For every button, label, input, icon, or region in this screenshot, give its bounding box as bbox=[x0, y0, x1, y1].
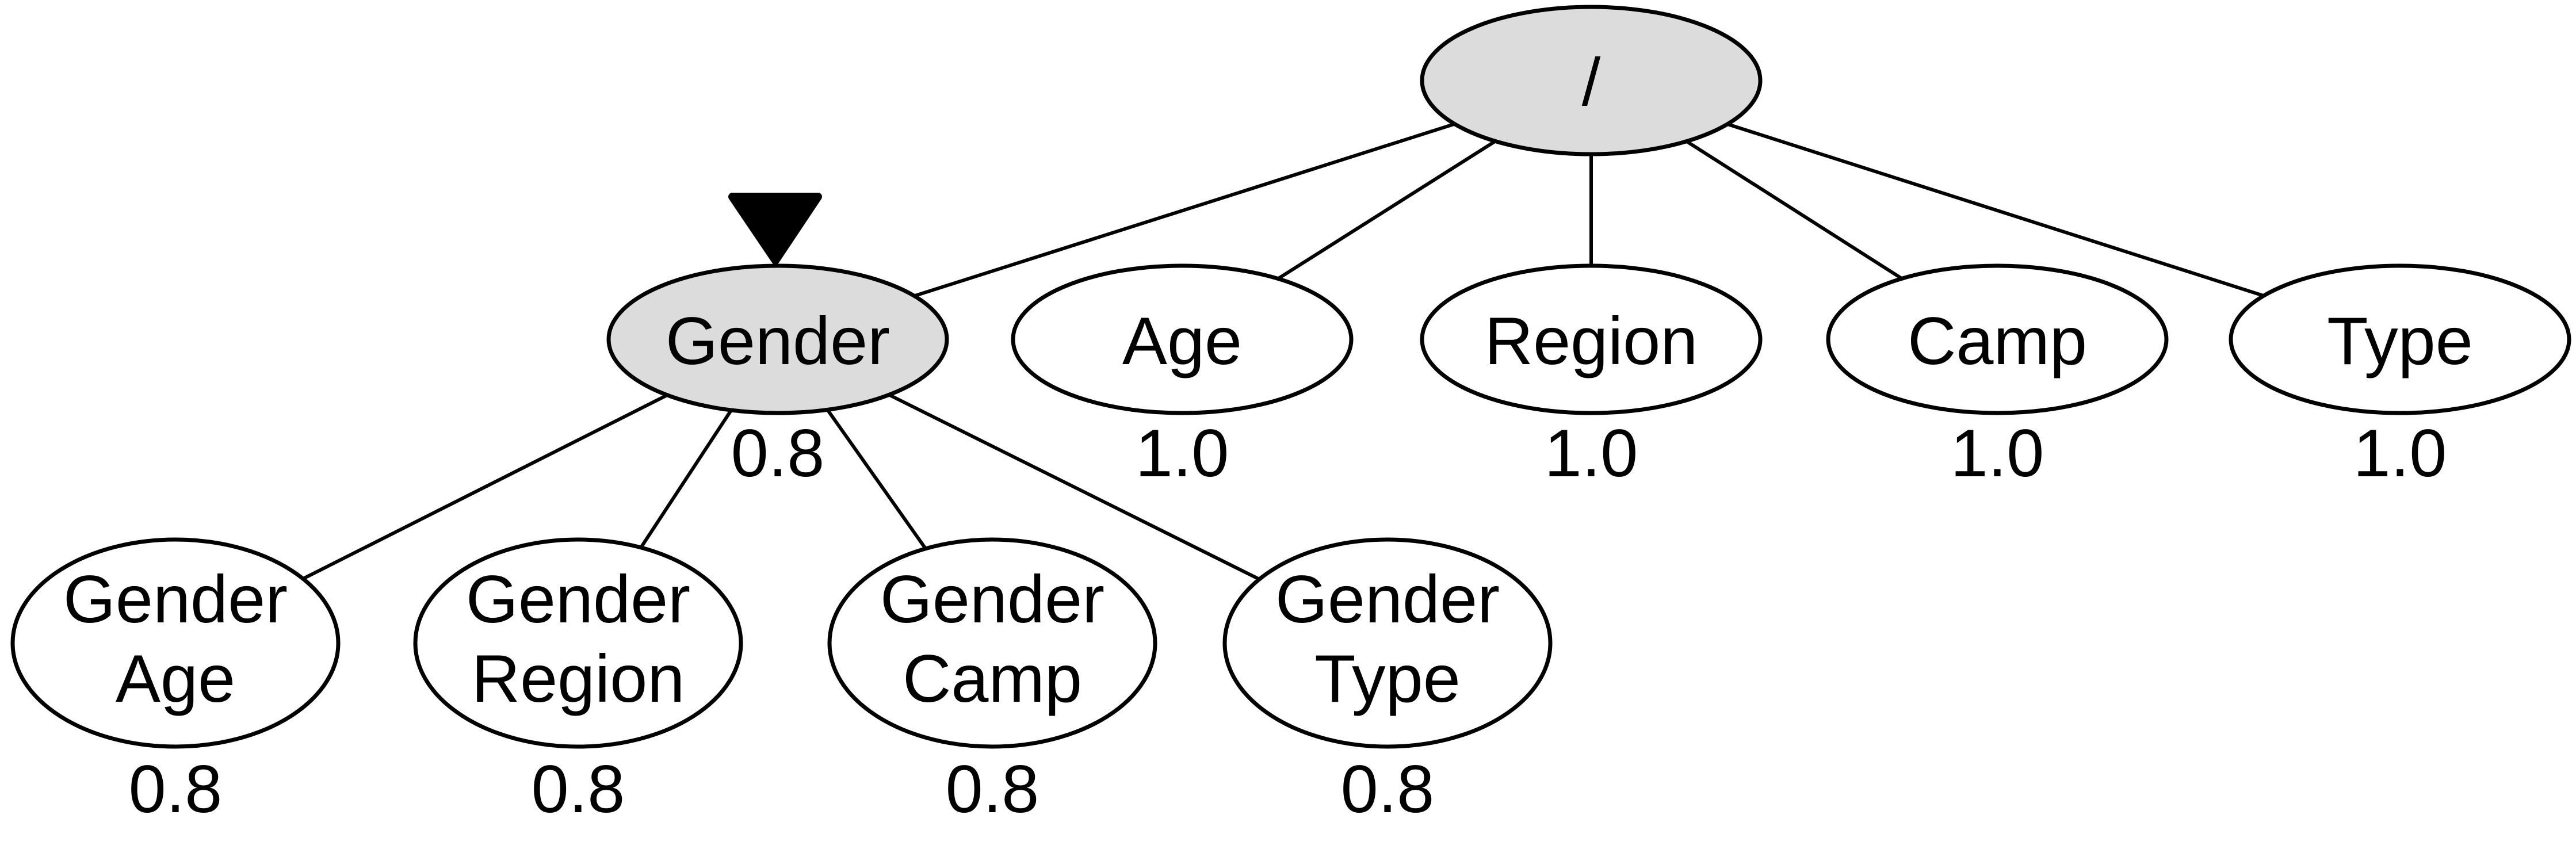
node-age-label: Age bbox=[1122, 303, 1242, 378]
node-camp[interactable]: Camp bbox=[1826, 263, 2169, 415]
node-root-ellipse[interactable] bbox=[1420, 5, 1763, 156]
node-gender-region-label-line1: Gender bbox=[466, 561, 690, 637]
node-gender-age[interactable]: Gender Age bbox=[10, 537, 341, 749]
node-camp-ellipse[interactable] bbox=[1826, 263, 2169, 415]
node-gender-label: Gender bbox=[666, 303, 890, 378]
node-root-label: / bbox=[1582, 44, 1601, 120]
cursor-triangle-icon bbox=[728, 193, 822, 265]
node-gender-region-label-line2: Region bbox=[472, 641, 685, 716]
node-type-ellipse[interactable] bbox=[2229, 263, 2571, 415]
node-camp-label: Camp bbox=[1908, 303, 2087, 378]
node-type[interactable]: Type bbox=[2229, 263, 2571, 415]
node-gender-type-ellipse[interactable] bbox=[1222, 537, 1553, 749]
node-region-ellipse[interactable] bbox=[1420, 263, 1763, 415]
node-gender[interactable]: Gender bbox=[606, 263, 949, 415]
weight-gender-age: 0.8 bbox=[129, 751, 223, 827]
node-gender-type-label-line2: Type bbox=[1314, 641, 1461, 716]
node-gender-age-ellipse[interactable] bbox=[10, 537, 341, 749]
node-gender-age-label-line2: Age bbox=[116, 641, 235, 716]
node-age-ellipse[interactable] bbox=[1011, 263, 1354, 415]
weight-gender-camp: 0.8 bbox=[946, 751, 1039, 827]
node-gender-ellipse[interactable] bbox=[606, 263, 949, 415]
node-gender-camp-label-line1: Gender bbox=[880, 561, 1104, 637]
node-gender-age-label-line1: Gender bbox=[63, 561, 288, 637]
node-gender-type[interactable]: Gender Type bbox=[1222, 537, 1553, 749]
node-region-label: Region bbox=[1485, 303, 1698, 378]
weight-camp: 1.0 bbox=[1951, 415, 2044, 491]
node-root[interactable]: / bbox=[1420, 5, 1763, 156]
node-gender-type-label-line1: Gender bbox=[1275, 561, 1500, 637]
node-region[interactable]: Region bbox=[1420, 263, 1763, 415]
node-age[interactable]: Age bbox=[1011, 263, 1354, 415]
node-gender-camp[interactable]: Gender Camp bbox=[827, 537, 1157, 749]
weight-region: 1.0 bbox=[1545, 415, 1638, 491]
weight-type: 1.0 bbox=[2353, 415, 2447, 491]
weight-age: 1.0 bbox=[1136, 415, 1229, 491]
node-gender-region[interactable]: Gender Region bbox=[413, 537, 743, 749]
node-gender-camp-label-line2: Camp bbox=[903, 641, 1082, 716]
node-gender-camp-ellipse[interactable] bbox=[827, 537, 1157, 749]
weight-gender-region: 0.8 bbox=[532, 751, 625, 827]
weight-gender-type: 0.8 bbox=[1341, 751, 1435, 827]
node-type-label: Type bbox=[2327, 303, 2473, 378]
node-gender-region-ellipse[interactable] bbox=[413, 537, 743, 749]
weight-gender: 0.8 bbox=[731, 415, 825, 491]
